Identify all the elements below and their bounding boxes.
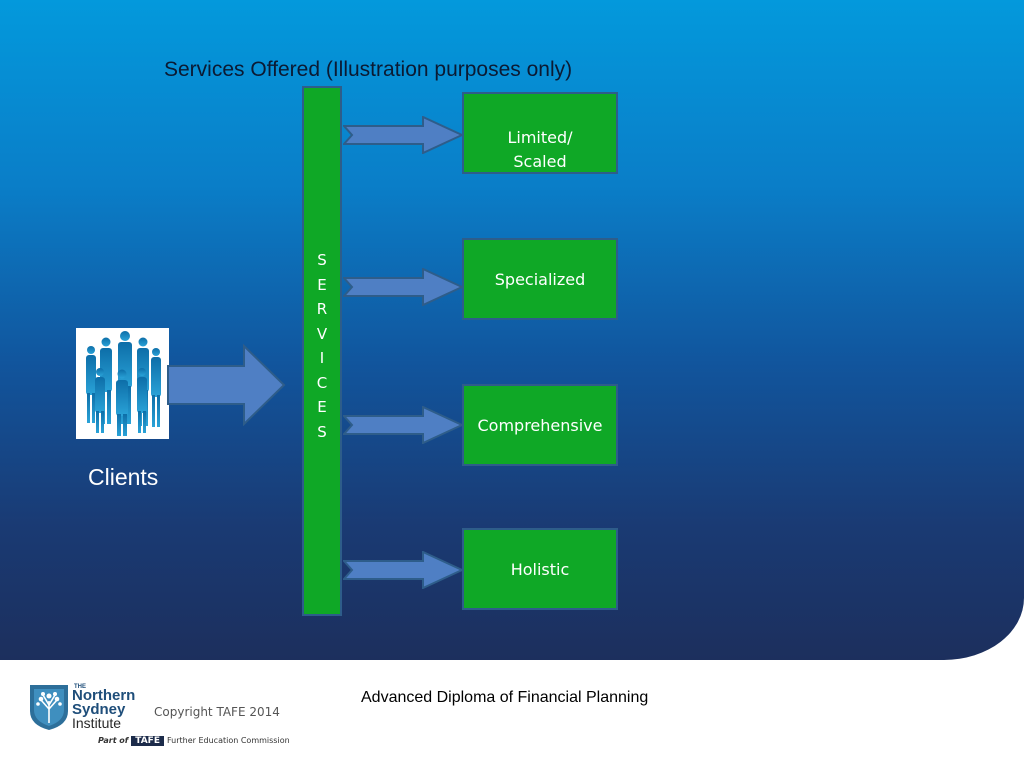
arrow-to-limited-scaled [343, 116, 465, 154]
logo-sydney: Sydney [72, 701, 126, 718]
tafe-badge: TAFE [131, 736, 164, 746]
shield-tree-icon [30, 685, 68, 730]
services-bar: S E R V I C E S [302, 86, 342, 616]
comprehensive-box: Comprehensive [462, 384, 618, 466]
clients-image [76, 328, 169, 439]
institute-logo [28, 683, 70, 736]
holistic-box: Holistic [462, 528, 618, 610]
services-letter: R [316, 300, 328, 318]
services-letter: V [316, 324, 328, 343]
business-people-icon [86, 331, 161, 436]
holistic-label: Holistic [510, 560, 570, 579]
services-letter: S [317, 251, 327, 269]
limited-scaled-line2: Scaled [513, 152, 567, 171]
services-letter: E [317, 275, 327, 294]
services-letter: C [316, 373, 328, 392]
slide-title: Services Offered (Illustration purposes … [164, 58, 573, 81]
logo-the: THE [74, 684, 86, 690]
slide-background: Services Offered (Illustration purposes … [0, 0, 1024, 660]
services-label: S E R V I C E S [304, 248, 340, 444]
arrow-to-specialized [343, 268, 465, 306]
services-letter: E [317, 398, 327, 416]
clients-to-services-arrow [167, 344, 286, 426]
clients-label: Clients [88, 464, 159, 490]
logo-northern: Northern [72, 687, 136, 704]
limited-scaled-line1: Limited/ [507, 128, 573, 147]
comprehensive-label: Comprehensive [477, 416, 603, 435]
specialized-box: Specialized [462, 238, 618, 320]
arrow-to-holistic [343, 551, 465, 589]
part-of-text: Part of [98, 736, 129, 745]
services-letter: S [317, 422, 327, 441]
specialized-label: Specialized [494, 270, 586, 289]
course-title: Advanced Diploma of Financial Planning [361, 689, 649, 706]
limited-scaled-box: Limited/ Scaled [462, 92, 618, 174]
arrow-to-comprehensive [343, 406, 465, 444]
copyright-text: Copyright TAFE 2014 [154, 705, 280, 719]
logo-institute: Institute [72, 715, 122, 731]
commission-text: Further Education Commission [166, 736, 290, 745]
services-letter: I [319, 349, 325, 367]
